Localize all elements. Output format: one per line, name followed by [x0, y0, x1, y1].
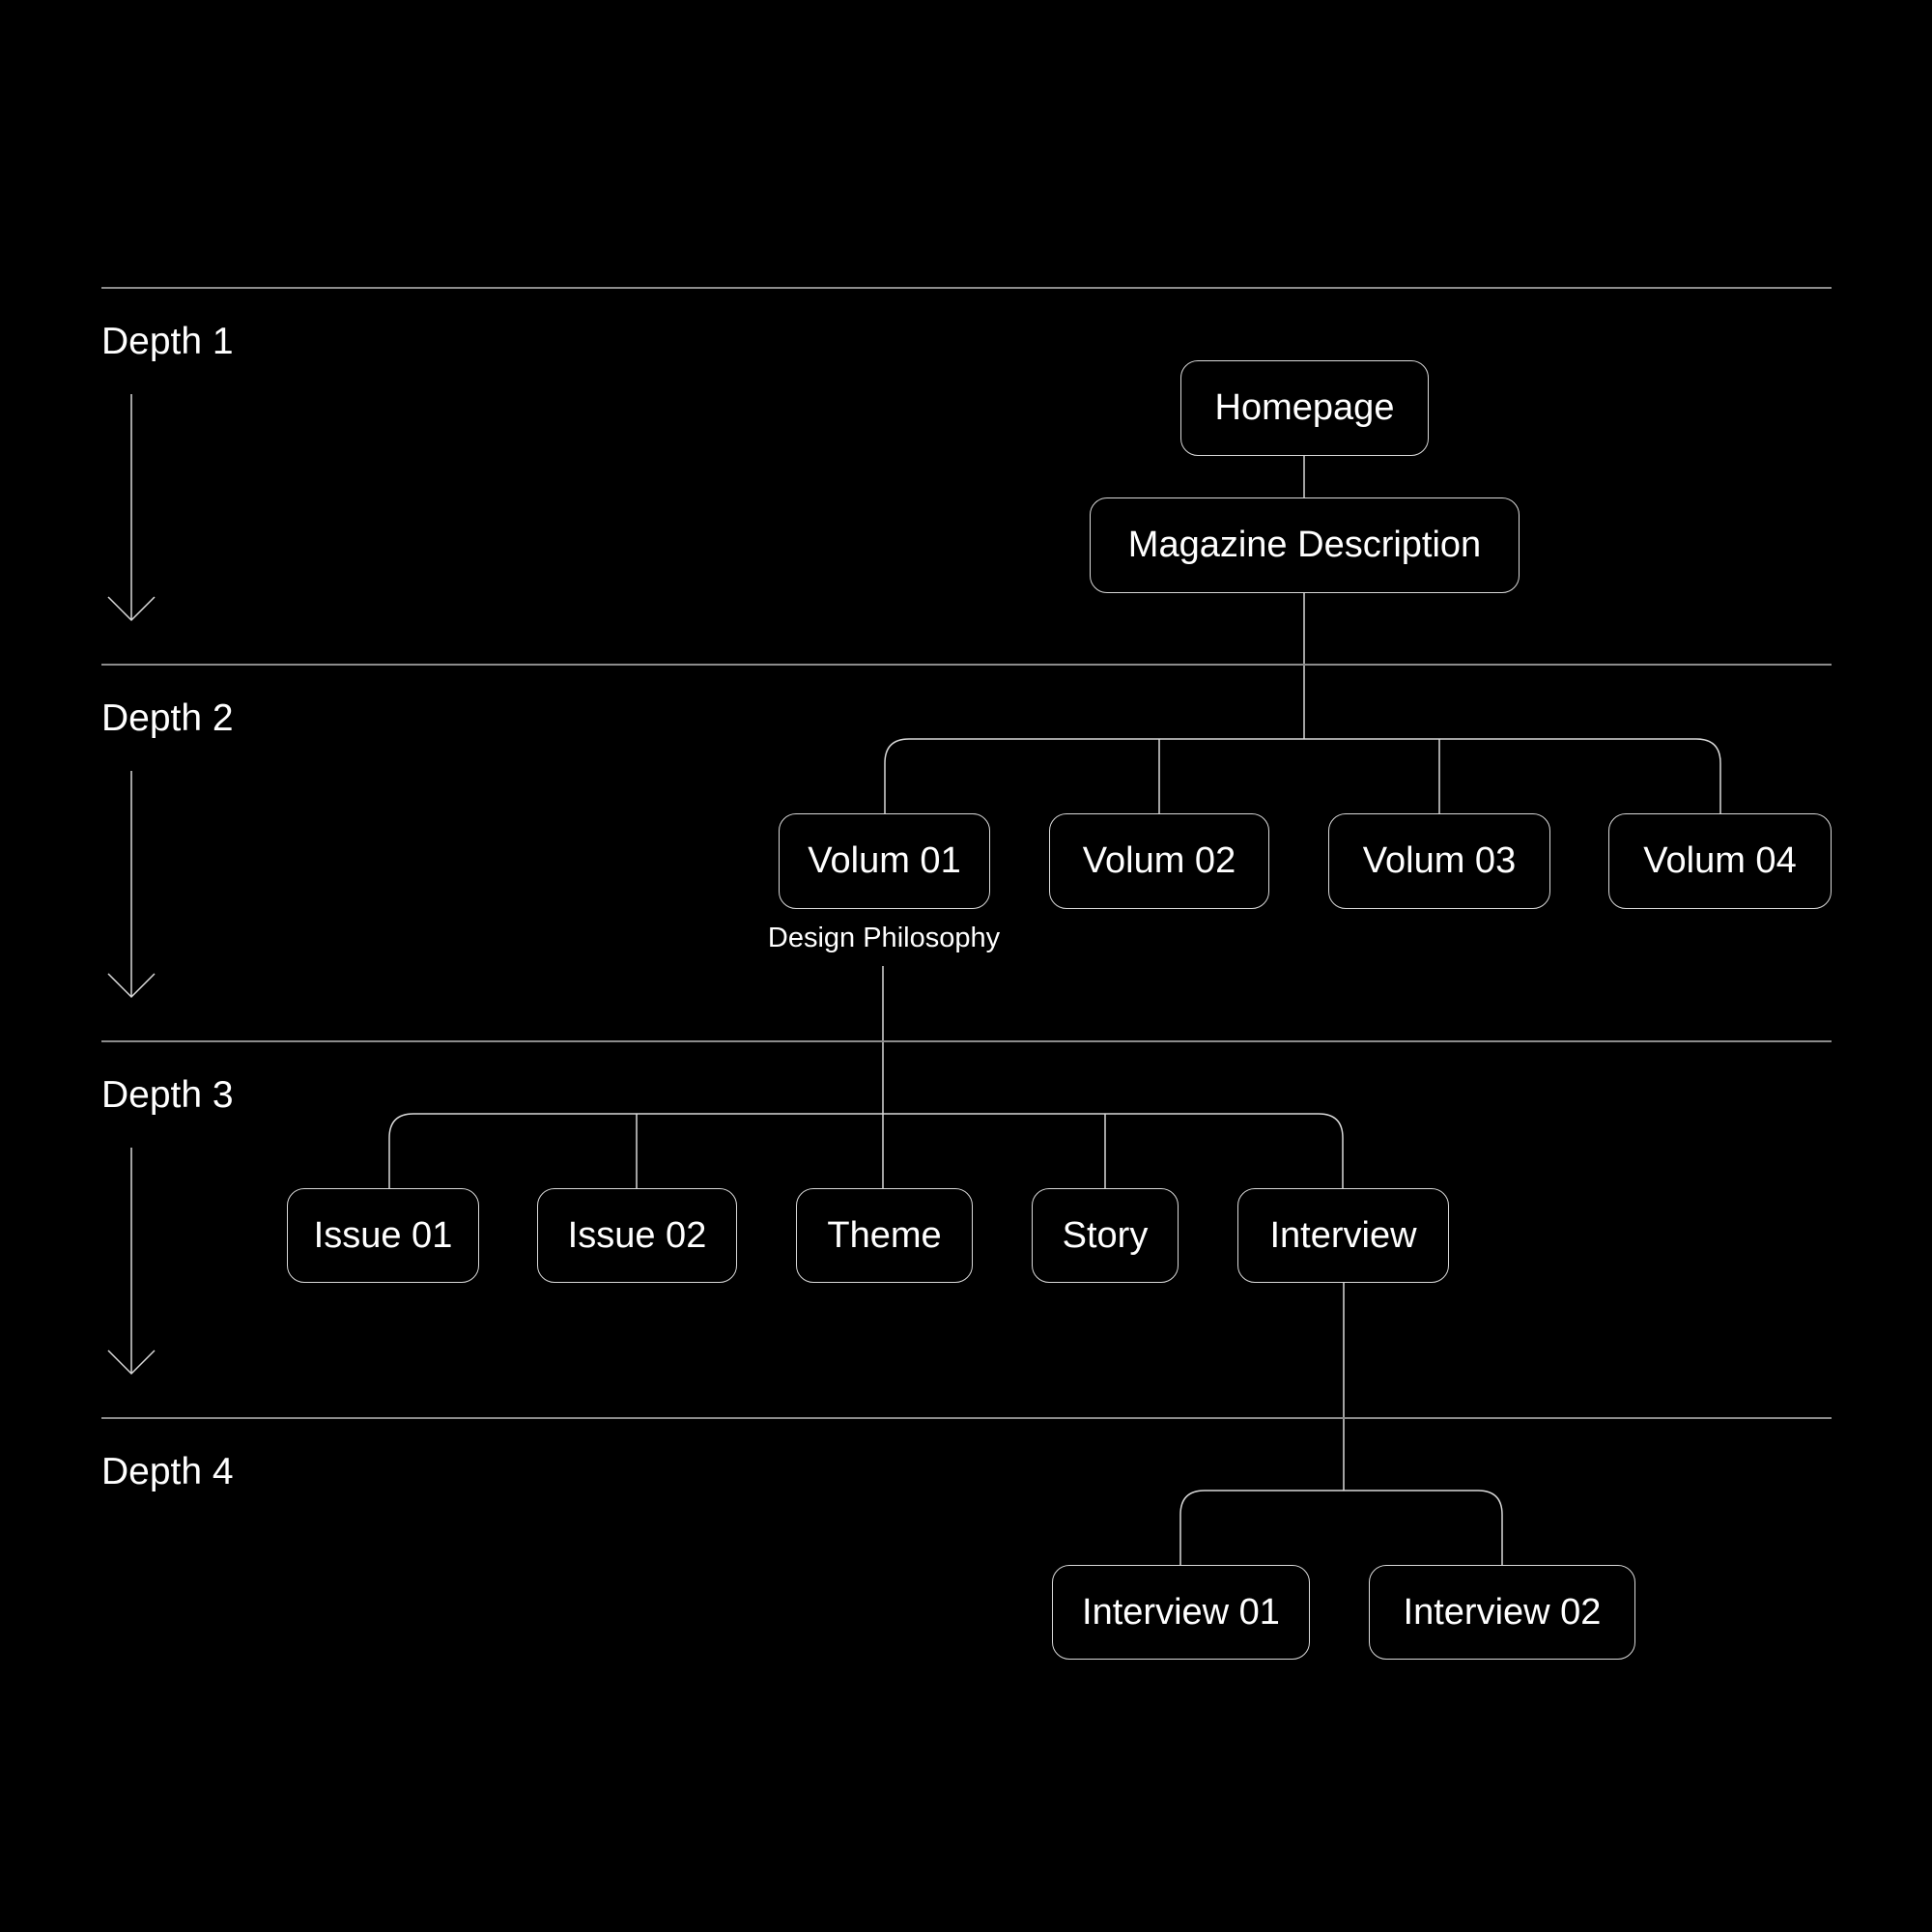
- node-interview-02[interactable]: Interview 02: [1369, 1565, 1635, 1660]
- depth-label-4: Depth 4: [101, 1451, 234, 1492]
- node-issue-02[interactable]: Issue 02: [537, 1188, 737, 1283]
- node-volum-03[interactable]: Volum 03: [1328, 813, 1550, 909]
- node-magazine-description[interactable]: Magazine Description: [1090, 497, 1520, 593]
- node-volum-02[interactable]: Volum 02: [1049, 813, 1269, 909]
- connector-depth4-bracket: [1179, 1490, 1503, 1565]
- node-story[interactable]: Story: [1032, 1188, 1179, 1283]
- depth-label-3: Depth 3: [101, 1074, 234, 1116]
- node-volum-01-caption: Design Philosophy: [767, 923, 1001, 953]
- node-interview[interactable]: Interview: [1237, 1188, 1449, 1283]
- depth-arrow-2: [107, 771, 156, 999]
- depth-label-1: Depth 1: [101, 321, 234, 362]
- node-issue-01[interactable]: Issue 01: [287, 1188, 479, 1283]
- connector-depth3-bracket: [388, 1113, 1344, 1188]
- depth-label-2: Depth 2: [101, 697, 234, 739]
- depth-divider-3: [101, 1040, 1832, 1042]
- node-volum-04[interactable]: Volum 04: [1608, 813, 1832, 909]
- depth-divider-4: [101, 1417, 1832, 1419]
- depth-divider-2: [101, 664, 1832, 666]
- depth-divider-1: [101, 287, 1832, 289]
- node-theme[interactable]: Theme: [796, 1188, 973, 1283]
- node-homepage[interactable]: Homepage: [1180, 360, 1429, 456]
- depth-arrow-1: [107, 394, 156, 622]
- node-volum-01[interactable]: Volum 01: [779, 813, 990, 909]
- connector-volumes-bracket: [884, 738, 1721, 813]
- depth-arrow-3: [107, 1148, 156, 1376]
- node-interview-01[interactable]: Interview 01: [1052, 1565, 1310, 1660]
